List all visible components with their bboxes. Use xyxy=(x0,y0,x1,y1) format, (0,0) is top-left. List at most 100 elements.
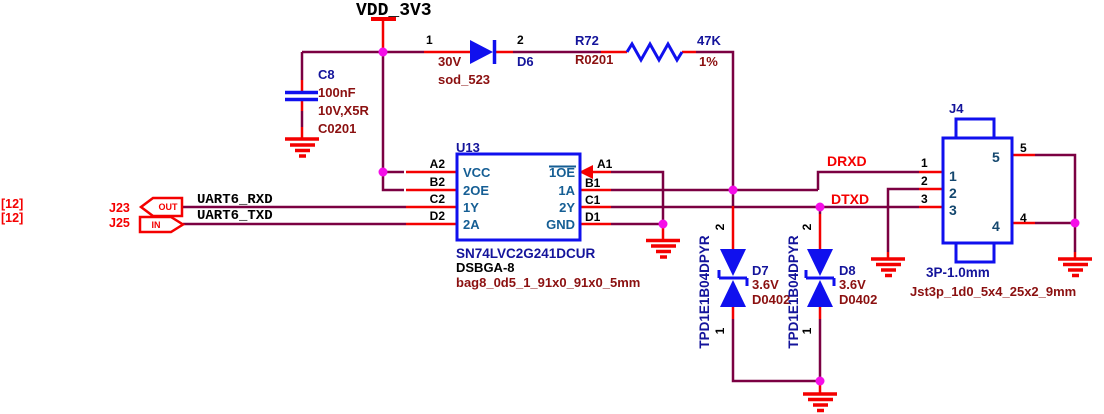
u13-pad-a1: A1 xyxy=(597,157,613,171)
u13-pad-a2: A2 xyxy=(430,157,446,171)
wire-j4-pin4-gnd xyxy=(1035,221,1077,252)
c8-spec: 10V,X5R xyxy=(318,103,369,118)
wire-1oe-to-gnd xyxy=(611,170,665,224)
tvs-top-triangle xyxy=(720,249,746,276)
u13-pad-b2: B2 xyxy=(430,175,446,189)
d6-footprint: sod_523 xyxy=(438,72,490,87)
port-dir-out: OUT xyxy=(159,202,179,212)
j4-inside-pin5: 5 xyxy=(992,149,1000,165)
d8-ref: D8 xyxy=(839,263,856,278)
r72-ref: R72 xyxy=(575,33,599,48)
j4-footprint: Jst3p_1d0_5x4_25x2_9mm xyxy=(910,284,1076,299)
j4-outside-pin3: 3 xyxy=(921,192,928,206)
j4-outline xyxy=(941,136,1014,245)
d7-ref: D7 xyxy=(752,263,769,278)
d8-pin1-number: 1 xyxy=(800,327,814,334)
port-ref-j23: J23 xyxy=(109,201,130,215)
u13-pin-name-gnd: GND xyxy=(546,217,575,232)
wire-drxd xyxy=(816,170,919,190)
d6-pin1-number: 1 xyxy=(426,33,433,47)
j4-inside-pin1: 1 xyxy=(949,168,957,184)
u13-package: DSBGA-8 xyxy=(456,260,515,275)
tvs-bottom-triangle xyxy=(720,280,746,307)
diode-anode-triangle xyxy=(470,40,493,64)
u13-pin-name-2oe: 2OE xyxy=(463,183,489,198)
d8-part-number: TPD1E1B04DPYR xyxy=(786,235,801,349)
net-label-drxd: DRXD xyxy=(827,153,867,169)
u13-pad-d2: D2 xyxy=(430,209,446,223)
wire-vdd-to-2oe xyxy=(381,52,404,192)
d8-value: 3.6V xyxy=(839,277,866,292)
d8-footprint: D0402 xyxy=(839,292,877,307)
u13-pad-b1: B1 xyxy=(585,176,601,190)
junction xyxy=(728,185,738,195)
u13-pin-name-vcc: VCC xyxy=(463,165,491,180)
pin-stubs xyxy=(300,17,1077,393)
u13-pin-name-1oe: 1OE xyxy=(549,165,575,180)
net-label-dtxd: DTXD xyxy=(831,191,869,207)
j4-inside-pin4: 4 xyxy=(992,218,1000,234)
resistor-r72-symbol xyxy=(625,40,684,64)
wire-r72-riser xyxy=(696,50,735,190)
r72-tolerance: 1% xyxy=(699,54,718,69)
d8-pin2-number: 2 xyxy=(800,223,814,230)
r72-footprint: R0201 xyxy=(575,52,613,67)
junction xyxy=(378,47,388,57)
sheet-ref-in: [12] xyxy=(1,211,23,225)
j4-outside-pin5: 5 xyxy=(1020,141,1027,155)
j4-inside-pin3: 3 xyxy=(949,202,957,218)
u13-pin-name-1a: 1A xyxy=(558,183,575,198)
j4-body xyxy=(941,117,1014,264)
d7-part-number: TPD1E1B04DPYR xyxy=(697,235,712,349)
tvs-d7-symbol xyxy=(717,249,749,307)
d6-ref: D6 xyxy=(517,54,534,69)
wire-d7-bottom xyxy=(731,319,820,383)
pin-direction-arrow-icon xyxy=(579,165,593,179)
junction xyxy=(378,167,388,177)
u13-pad-d1: D1 xyxy=(585,210,601,224)
vdd-net-label: VDD_3V3 xyxy=(356,1,432,21)
u13-pin-name-2y: 2Y xyxy=(559,200,575,215)
tvs-d8-symbol xyxy=(804,249,836,307)
d7-pin1-number: 1 xyxy=(713,327,727,334)
u13-footprint: bag8_0d5_1_91x0_91x0_5mm xyxy=(456,275,640,290)
j4-outside-pin1: 1 xyxy=(921,156,928,170)
d6-spec: 30V xyxy=(438,54,461,69)
d7-pin2-number: 2 xyxy=(713,223,727,230)
junction xyxy=(815,202,825,212)
j4-ref: J4 xyxy=(949,101,964,116)
net-label-uart6-txd: UART6_TXD xyxy=(197,208,273,224)
tvs-top-triangle xyxy=(807,249,833,276)
ground-symbol-j4-pin2 xyxy=(871,257,905,278)
net-label-uart6-rxd: UART6_RXD xyxy=(197,192,273,208)
junction xyxy=(1070,218,1080,228)
ground-symbol-tvs xyxy=(803,392,837,413)
c8-footprint: C0201 xyxy=(318,121,356,136)
net-wires xyxy=(182,50,1077,383)
sheet-ref-out: [12] xyxy=(1,197,23,211)
port-out-flag xyxy=(138,196,184,218)
diode-d6-symbol xyxy=(470,40,497,64)
c8-value: 100nF xyxy=(318,85,356,100)
u13-pin-name-2a: 2A xyxy=(463,217,480,232)
r72-value: 47K xyxy=(697,33,721,48)
wire-j4-pin5 xyxy=(1035,153,1077,223)
port-dir-in: IN xyxy=(152,220,161,230)
capacitor-c8-symbol xyxy=(285,90,318,102)
j4-type: 3P-1.0mm xyxy=(926,265,990,280)
d7-footprint: D0402 xyxy=(752,292,790,307)
d6-pin2-number: 2 xyxy=(517,33,524,47)
ground-symbol-c8 xyxy=(285,137,319,158)
u13-body xyxy=(455,152,582,242)
ground-symbol-u13 xyxy=(646,238,680,259)
j4-outside-pin2: 2 xyxy=(921,174,928,188)
u13-pad-c2: C2 xyxy=(430,192,446,206)
u13-pin-name-1y: 1Y xyxy=(463,200,479,215)
u13-part-number: SN74LVC2G241DCUR xyxy=(456,246,596,261)
wire-j4-pin2-gnd xyxy=(886,187,919,252)
ground-symbol-j4-pin45 xyxy=(1058,257,1092,278)
tvs-bottom-triangle xyxy=(807,280,833,307)
junction-dots xyxy=(378,47,1080,386)
